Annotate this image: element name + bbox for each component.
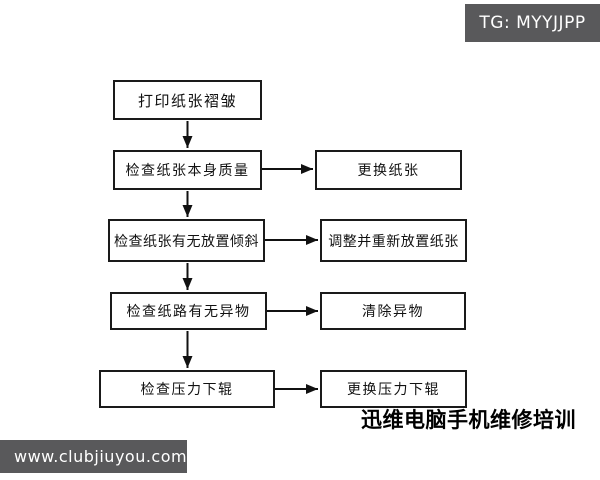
flow-node-action-replace-roller: 更换压力下辊 (320, 370, 467, 408)
telegram-watermark-badge: TG: MYYJJPP (465, 4, 600, 42)
flow-node-action-reposition-paper: 调整并重新放置纸张 (320, 219, 467, 262)
flow-node-action-remove-debris: 清除异物 (320, 292, 466, 330)
flow-node-check-paper-path: 检查纸路有无异物 (110, 292, 267, 330)
telegram-handle-label: TG: MYYJJPP (479, 13, 586, 33)
flow-node-action-replace-paper: 更换纸张 (315, 150, 462, 190)
flow-node-check-paper-quality: 检查纸张本身质量 (113, 150, 262, 190)
brand-watermark-text: 迅维电脑手机维修培训 (361, 408, 576, 432)
flow-node-check-pressure-roller: 检查压力下辊 (99, 370, 275, 408)
flow-node-check-paper-tilt: 检查纸张有无放置倾斜 (108, 219, 265, 262)
flow-node-start: 打印纸张褶皱 (113, 80, 262, 120)
website-url-label: www.clubjiuyou.com (14, 447, 188, 466)
website-url-bar: www.clubjiuyou.com (0, 440, 187, 473)
